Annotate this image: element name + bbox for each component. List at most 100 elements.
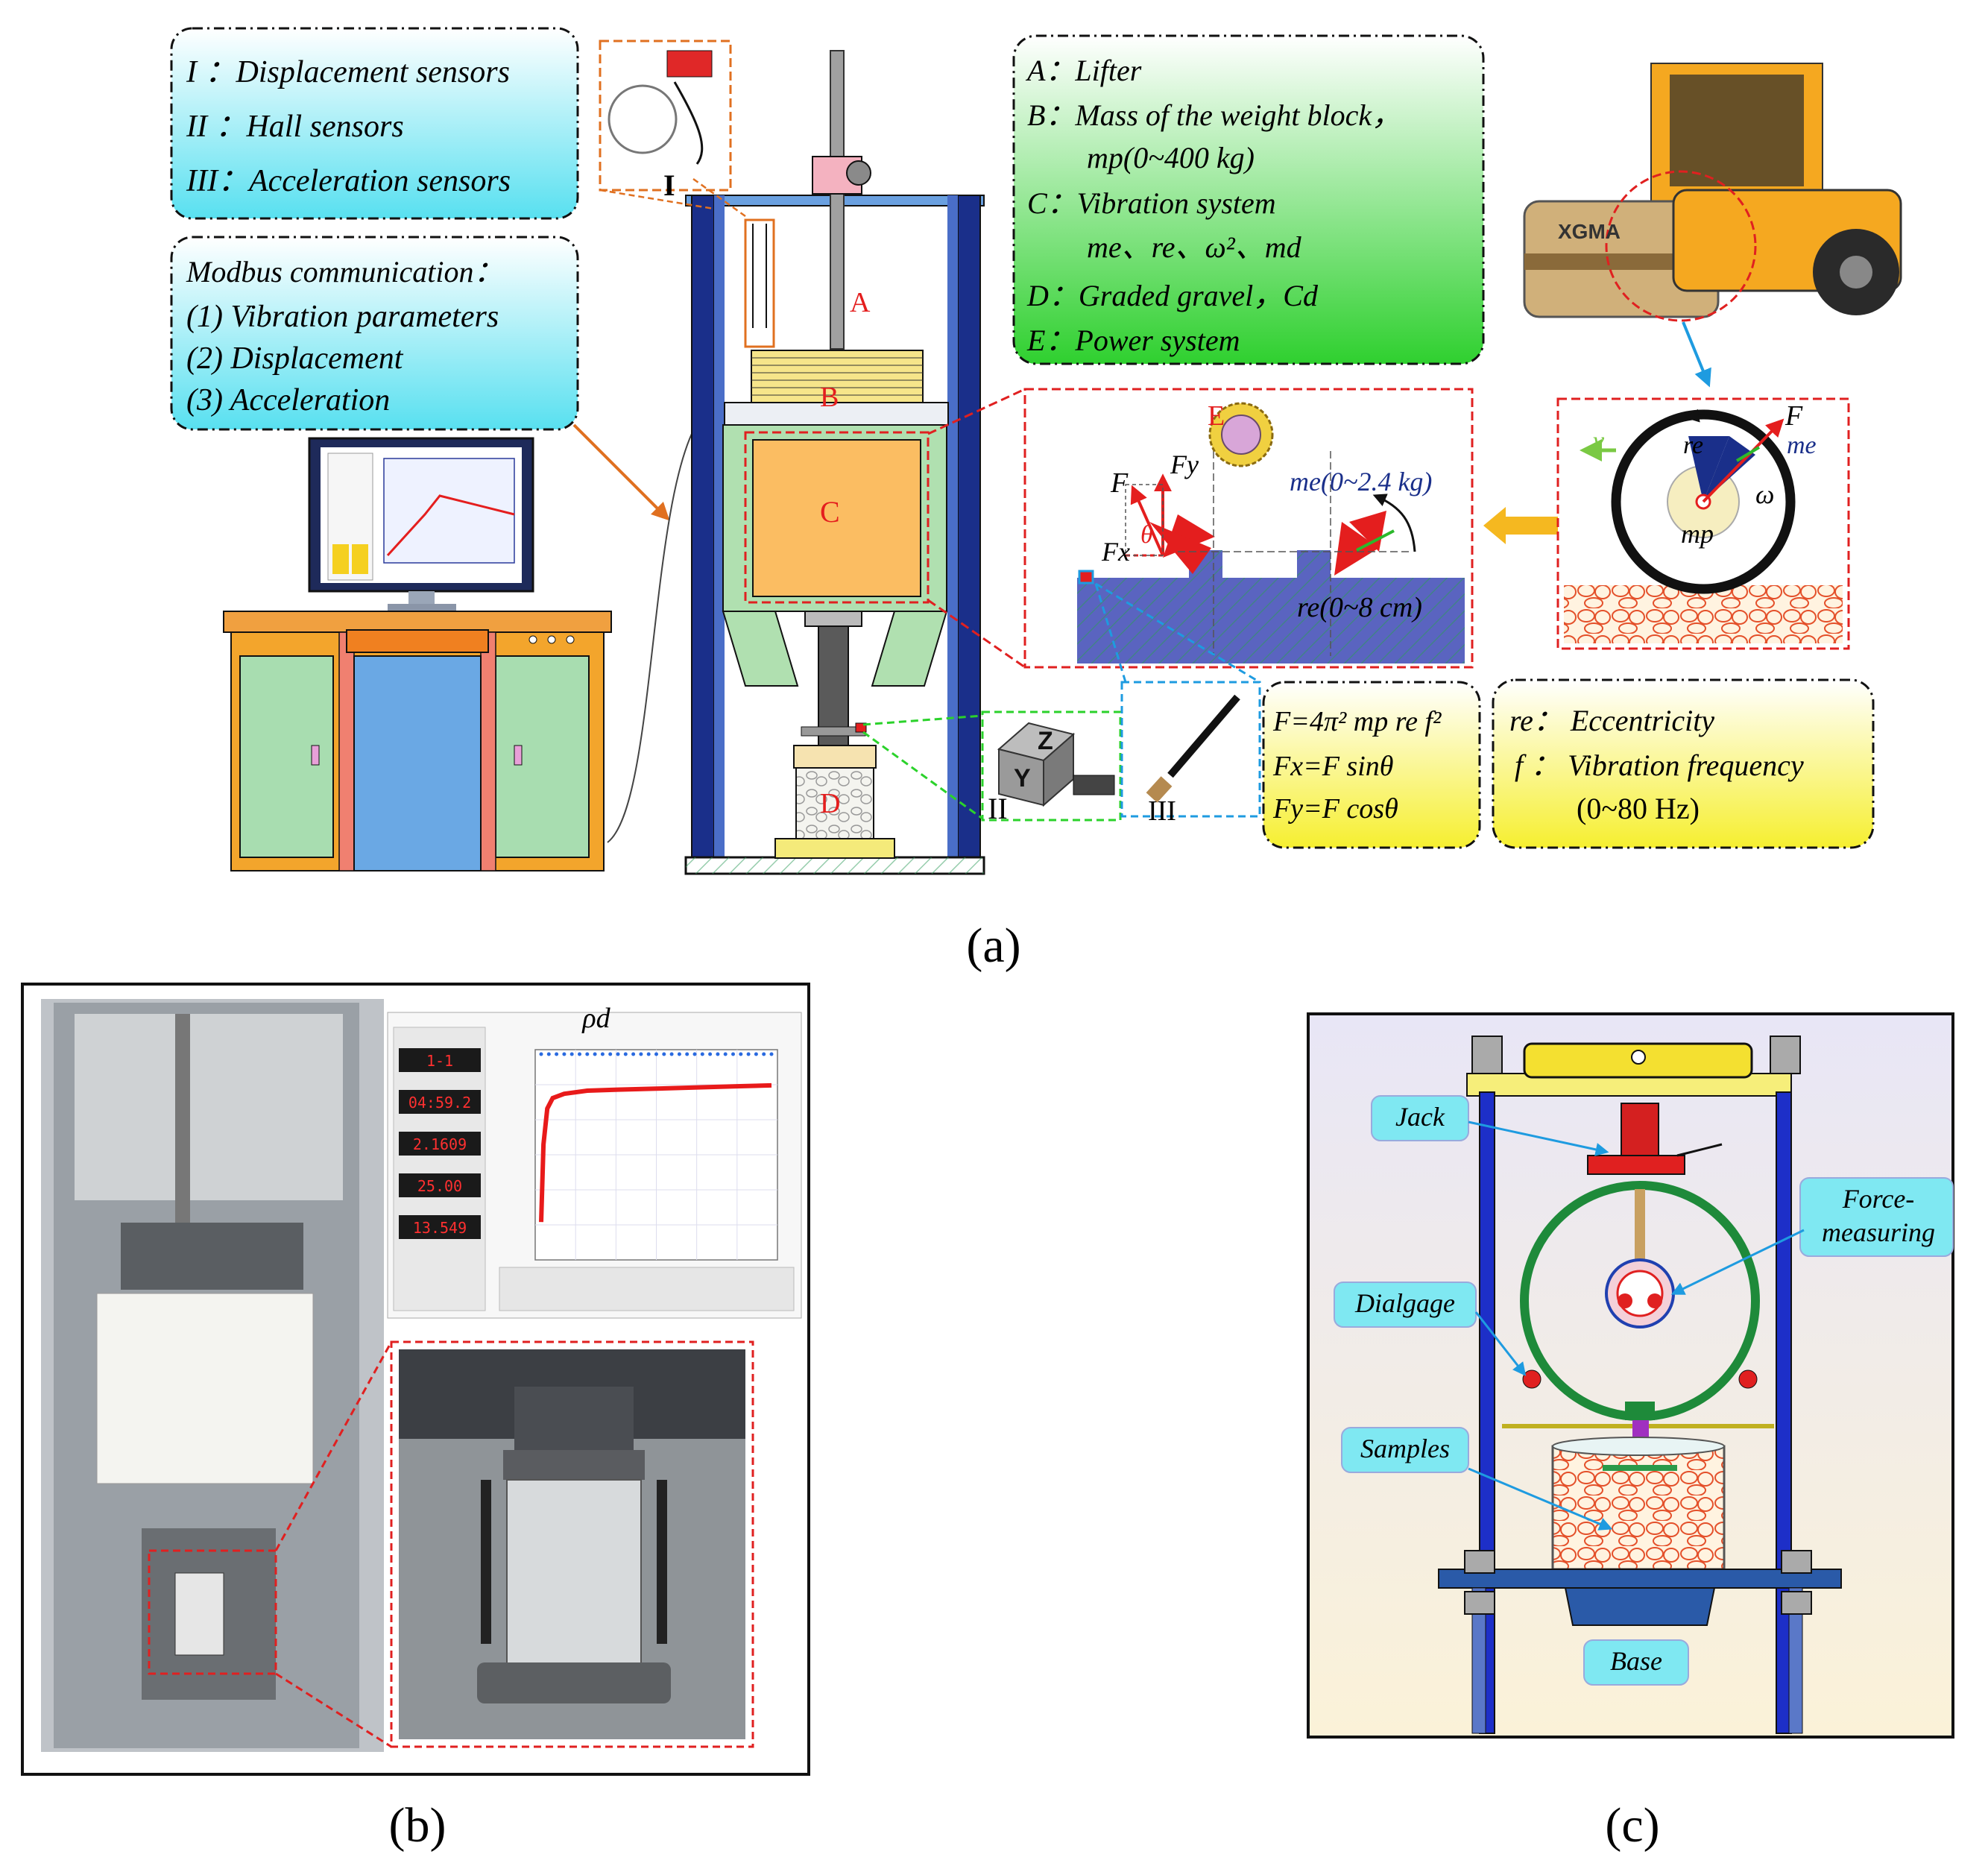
callout-force-1: Force- bbox=[1842, 1184, 1915, 1214]
roller-me-label: me bbox=[1787, 432, 1817, 459]
chart-title: ρd bbox=[581, 1003, 610, 1034]
formula-3: Fy=F cosθ bbox=[1272, 793, 1398, 825]
numeral-I: I bbox=[663, 168, 675, 202]
displacement-sensor-inset: I bbox=[599, 40, 746, 218]
signal-cable bbox=[607, 423, 698, 843]
modbus-item-2: (2) Displacement bbox=[186, 341, 404, 376]
callout-force-2: measuring bbox=[1822, 1217, 1935, 1247]
panel-b: 1-1 04:59.2 2.1609 25.00 13.549 ρd bbox=[21, 983, 810, 1776]
chart-marker bbox=[700, 1052, 704, 1056]
callout-samples: Samples bbox=[1360, 1434, 1450, 1463]
computer-monitor bbox=[308, 437, 534, 613]
param-1: re： Eccentricity bbox=[1509, 704, 1714, 737]
chart-marker bbox=[685, 1052, 690, 1056]
chart-marker bbox=[616, 1052, 620, 1056]
chart-marker bbox=[593, 1052, 597, 1056]
readout-2: 04:59.2 bbox=[408, 1094, 471, 1112]
accel-sensor-inset: III bbox=[1094, 582, 1261, 827]
chart-marker bbox=[731, 1052, 735, 1056]
label-B: B bbox=[820, 382, 839, 413]
chart-marker bbox=[608, 1052, 613, 1056]
numeral-II: II bbox=[988, 792, 1008, 825]
equivalence-arrow bbox=[1483, 507, 1580, 544]
chart-marker bbox=[746, 1052, 751, 1056]
modbus-item-3: (3) Acceleration bbox=[186, 383, 390, 417]
density-series-line bbox=[539, 1082, 772, 1223]
panel-c: Jack Force- measuring Dialgage Samples B… bbox=[1307, 1012, 1954, 1739]
chart-grid bbox=[535, 1050, 777, 1260]
component-E: E：Power system bbox=[1026, 324, 1240, 357]
roller-arrow bbox=[1682, 321, 1711, 388]
component-C-params: me、re、ω²、md bbox=[1087, 230, 1302, 264]
chart-marker bbox=[762, 1052, 766, 1056]
component-D: D：Graded gravel，Cd bbox=[1026, 279, 1319, 312]
chart-marker bbox=[669, 1052, 674, 1056]
chart-marker bbox=[646, 1052, 651, 1056]
chart-marker bbox=[708, 1052, 713, 1056]
me-range-label: me(0~2.4 kg) bbox=[1290, 467, 1432, 497]
label-C: C bbox=[820, 495, 840, 529]
chart-marker bbox=[585, 1052, 590, 1056]
theta-label: θ bbox=[1140, 521, 1153, 549]
roller-mp-label: mp bbox=[1681, 519, 1714, 549]
sensor-line-3: III：Acceleration sensors bbox=[186, 164, 511, 198]
formula-2: Fx=F sinθ bbox=[1272, 751, 1393, 782]
chart-marker bbox=[677, 1052, 681, 1056]
force-F-label: F bbox=[1110, 467, 1129, 499]
chart-marker bbox=[769, 1052, 774, 1056]
chart-marker bbox=[569, 1052, 574, 1056]
chart-marker bbox=[578, 1052, 581, 1056]
chart-marker bbox=[539, 1052, 543, 1056]
readout-3: 2.1609 bbox=[413, 1135, 467, 1153]
svg-text:Z: Z bbox=[1038, 727, 1053, 755]
chart-marker bbox=[555, 1052, 559, 1056]
param-2: f ： Vibration frequency bbox=[1515, 748, 1804, 782]
roller-F-label: F bbox=[1785, 400, 1803, 432]
modbus-title: Modbus communication： bbox=[186, 255, 504, 289]
re-range-label: re(0~8 cm) bbox=[1297, 592, 1422, 623]
panel-label-c: (c) bbox=[1605, 1798, 1659, 1853]
chart-marker bbox=[662, 1052, 666, 1056]
roller-re-label: re bbox=[1683, 432, 1703, 459]
force-Fx-label: Fx bbox=[1101, 537, 1130, 567]
readout-4: 25.00 bbox=[417, 1177, 462, 1195]
param-box: re： Eccentricity f ： Vibration frequency… bbox=[1492, 678, 1875, 849]
hall-sensor-inset: Z Y II bbox=[862, 710, 1122, 825]
label-A: A bbox=[850, 287, 871, 318]
chart-marker bbox=[739, 1052, 743, 1056]
component-C: C：Vibration system bbox=[1027, 186, 1276, 220]
component-B: B：Mass of the weight block， bbox=[1027, 98, 1401, 132]
sensors-box: I ：Displacement sensors II ：Hall sensors… bbox=[170, 27, 579, 220]
panel-label-b: (b) bbox=[389, 1798, 446, 1853]
chart-marker bbox=[631, 1052, 636, 1056]
sensor-line-2: II ：Hall sensors bbox=[186, 110, 404, 144]
components-box: A：Lifter B：Mass of the weight block， mp(… bbox=[1012, 34, 1485, 365]
vibration-detail: E F Fy Fx θ me(0~2.4 kg) re(0~8 cm) bbox=[927, 388, 1474, 669]
chart-marker bbox=[692, 1052, 697, 1056]
roller-brand: XGMA bbox=[1558, 220, 1621, 243]
control-desk bbox=[223, 611, 612, 871]
chart-marker bbox=[562, 1052, 567, 1056]
chart-marker bbox=[546, 1052, 551, 1056]
roller-photo: XGMA bbox=[1523, 63, 1902, 322]
sensor-line-1: I ：Displacement sensors bbox=[186, 55, 510, 89]
roller-omega-label: ω bbox=[1755, 479, 1774, 509]
chart-marker bbox=[623, 1052, 628, 1056]
callout-base: Base bbox=[1610, 1646, 1662, 1676]
readout-1: 1-1 bbox=[426, 1052, 453, 1070]
callout-jack: Jack bbox=[1395, 1102, 1445, 1132]
label-E: E bbox=[1208, 400, 1225, 432]
chart-marker bbox=[716, 1052, 720, 1056]
panel-label-a: (a) bbox=[966, 918, 1020, 973]
component-A: A：Lifter bbox=[1025, 54, 1142, 87]
modbus-box: Modbus communication： (1) Vibration para… bbox=[170, 236, 579, 431]
numeral-III: III bbox=[1148, 795, 1176, 827]
modbus-item-1: (1) Vibration parameters bbox=[186, 300, 499, 334]
chart-marker bbox=[639, 1052, 643, 1056]
formula-box: F=4π² mp re f² Fx=F sinθ Fy=F cosθ bbox=[1262, 681, 1481, 849]
readout-5: 13.549 bbox=[413, 1219, 467, 1237]
svg-text:Y: Y bbox=[1014, 764, 1031, 792]
chart-marker bbox=[754, 1052, 758, 1056]
roller-v-label: v bbox=[1593, 427, 1605, 455]
